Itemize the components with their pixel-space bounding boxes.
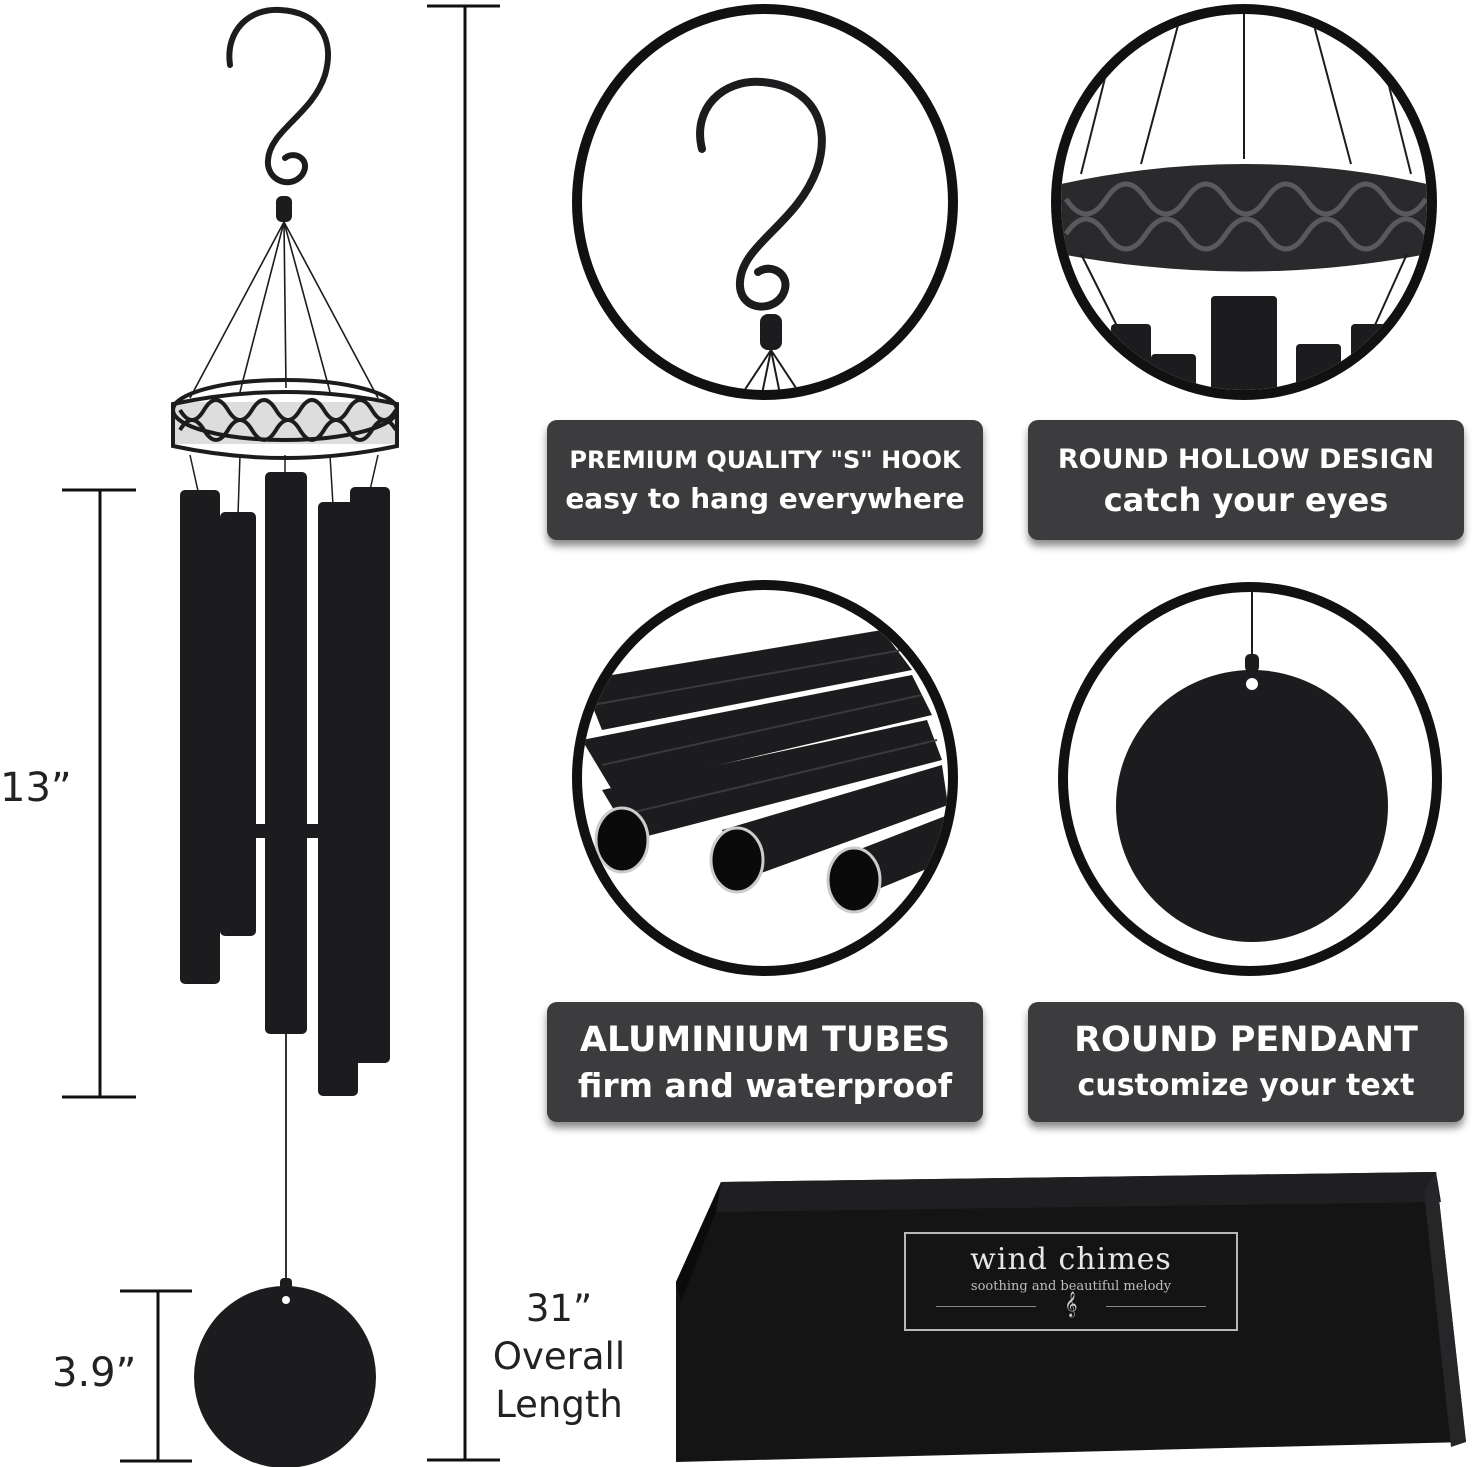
s-hook-icon [696, 77, 826, 390]
ring-detail-circle [1051, 4, 1437, 400]
pendant-icon [1116, 592, 1388, 942]
pendant-detail-circle [1058, 582, 1442, 976]
hook-detail-circle [572, 4, 958, 400]
product-main-image: 13” 3.9” [0, 0, 520, 1467]
pendant-diameter-label: 3.9” [52, 1350, 137, 1396]
feature-title: ROUND PENDANT [1074, 1020, 1418, 1060]
s-hook-icon [226, 6, 331, 222]
feature-label-tubes: ALUMINIUM TUBES firm and waterproof [547, 1002, 983, 1122]
round-ring-icon [1061, 14, 1427, 390]
feature-subtitle: easy to hang everywhere [565, 482, 965, 515]
feature-label-pendant: ROUND PENDANT customize your text [1028, 1002, 1464, 1122]
treble-clef-icon: 𝄞 [1064, 1292, 1078, 1317]
box-label-title: wind chimes [970, 1242, 1172, 1277]
pendant-icon [194, 1286, 376, 1467]
tubes-detail-circle [572, 580, 958, 976]
box-label-subtitle: soothing and beautiful melody [970, 1279, 1172, 1294]
overall-value: 31” [525, 1287, 593, 1330]
overall-length-label: 31” Overall Length [470, 1285, 648, 1429]
feature-label-ring: ROUND HOLLOW DESIGN catch your eyes [1028, 420, 1464, 540]
feature-title: ROUND HOLLOW DESIGN [1057, 444, 1435, 475]
box-label-frame: wind chimes soothing and beautiful melod… [904, 1232, 1238, 1331]
feature-subtitle: catch your eyes [1103, 481, 1389, 519]
overall-word2: Length [495, 1383, 623, 1426]
tubes-icon [180, 472, 390, 1096]
feature-title: PREMIUM QUALITY "S" HOOK [569, 446, 961, 474]
feature-subtitle: customize your text [1077, 1068, 1415, 1103]
round-ring-icon [171, 378, 399, 460]
overall-word1: Overall [492, 1335, 626, 1378]
feature-subtitle: firm and waterproof [577, 1066, 953, 1105]
feature-title: ALUMINIUM TUBES [579, 1020, 951, 1060]
tube-length-label: 13” [0, 765, 72, 811]
gift-box: wind chimes soothing and beautiful melod… [676, 1172, 1472, 1467]
feature-label-hook: PREMIUM QUALITY "S" HOOK easy to hang ev… [547, 420, 983, 540]
tubes-icon [582, 630, 948, 914]
